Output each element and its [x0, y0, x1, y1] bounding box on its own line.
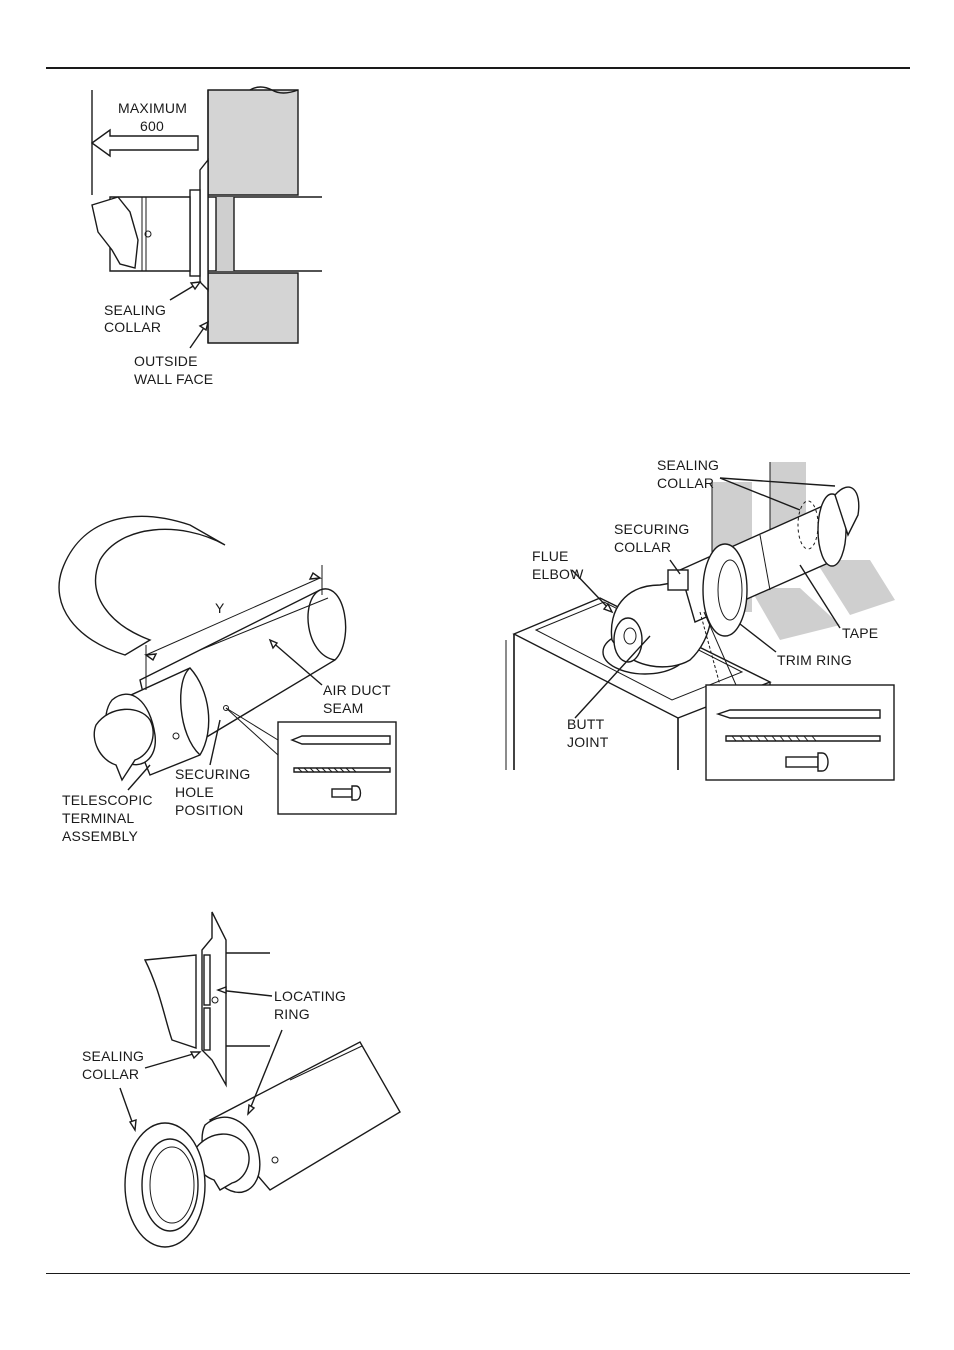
drill-bit-icon	[726, 736, 880, 741]
butt-joint-label-2: JOINT	[567, 734, 608, 751]
tape-label: TAPE	[842, 625, 878, 642]
pencil-icon	[718, 710, 880, 718]
securing-collar-label-2: COLLAR	[614, 539, 671, 556]
butt-joint-label-1: BUTT	[567, 716, 604, 733]
flue-elbow-label-1: FLUE	[532, 548, 569, 565]
flue-elbow-label-2: ELBOW	[532, 566, 584, 583]
sealing-collar-4-label-2: COLLAR	[657, 475, 714, 492]
securing-collar-label-1: SECURING	[614, 521, 690, 538]
trim-ring-label: TRIM RING	[777, 652, 852, 669]
sealing-collar-4-label-1: SEALING	[657, 457, 719, 474]
